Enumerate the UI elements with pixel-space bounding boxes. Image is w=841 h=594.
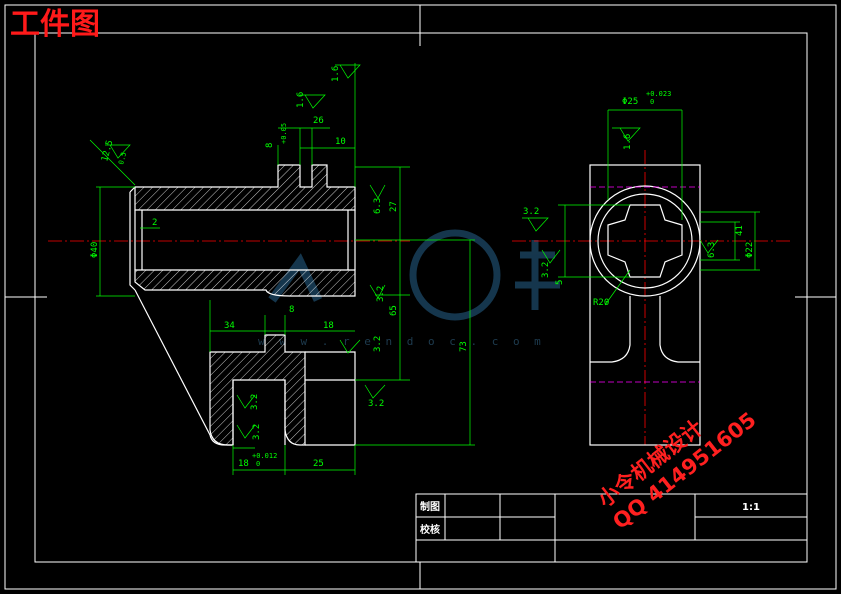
right-dimension-text: Φ25 +0.023 0 1.6 3.2 3.2 6.3 Φ22 41 5 R2… (523, 90, 755, 308)
dim-73: 73 (459, 341, 469, 352)
dim-25: 25 (313, 459, 324, 469)
roughness-3.2-d: 3.2 (250, 394, 260, 410)
dim-10: 10 (335, 137, 346, 147)
left-dimension-text: Φ40 2 8 +0.05 10 26 27 73 65 34 8 18 18 … (90, 66, 469, 469)
title-block (415, 493, 808, 563)
roughness-3.2-e: 3.2 (252, 424, 262, 440)
bore-outline (134, 210, 356, 270)
dim-8: 8 (265, 143, 275, 148)
lower-block-outline (305, 351, 356, 446)
dim-27: 27 (389, 201, 399, 212)
dim-34: 34 (224, 321, 235, 331)
designer-watermark: 小令机械设计 QQ 414951605 (593, 408, 760, 534)
dim-phi40: Φ40 (90, 242, 100, 258)
roughness-1.6-right: 1.6 (623, 134, 633, 150)
dim-8b: 8 (289, 305, 294, 315)
roughness-1.6-top: 1.6 (331, 66, 341, 82)
dim-26: 26 (313, 116, 324, 126)
roughness-1.6-mid: 1.6 (296, 92, 306, 108)
roughness-3.2-right-b: 3.2 (541, 262, 551, 278)
roughness-3.2-right-a: 3.2 (523, 207, 539, 217)
left-dimension-lines (89, 63, 475, 475)
dim-tol18-lower: 0 (256, 460, 260, 468)
chamfer-0.5: 0.5 (117, 151, 128, 165)
dim-tol8: +0.05 (280, 123, 288, 144)
right-side-view (589, 164, 701, 446)
roughness-3.2-c: 3.2 (368, 399, 384, 409)
dim-18-tol: 18 (238, 459, 249, 469)
center-lines (48, 150, 790, 445)
inner-bore-circle (597, 193, 693, 289)
dim-2: 2 (152, 218, 157, 228)
right-dimension-lines (522, 109, 760, 306)
drawn-by-label: 制图 (420, 500, 440, 513)
dim-5: 5 (555, 280, 565, 285)
spline-profile (607, 204, 683, 278)
bracket-block (589, 164, 701, 446)
dim-r20: R20 (593, 298, 609, 308)
outer-hub-circle (589, 185, 701, 297)
roughness-symbols-left (105, 64, 386, 439)
dim-18: 18 (323, 321, 334, 331)
dim-phi25: Φ25 (622, 97, 638, 107)
dim-tol18-upper: +0.012 (252, 452, 277, 460)
watermark-url: w w w . r e n d o c . c o m (258, 335, 545, 348)
dim-41: 41 (735, 225, 745, 236)
checked-by-label: 校核 (420, 523, 440, 536)
dim-phi22: Φ22 (745, 242, 755, 258)
lower-wall-section (134, 269, 356, 297)
roughness-6.3: 6.3 (373, 198, 383, 214)
roughness-3.2-a: 3.2 (376, 286, 386, 302)
dim-tol25-lower: 0 (650, 98, 654, 106)
dim-65: 65 (389, 305, 399, 316)
upper-wall-section (134, 164, 356, 211)
dim-tol25-upper: +0.023 (646, 90, 671, 98)
scale-value: 1:1 (742, 502, 760, 513)
arm-outline (590, 296, 700, 363)
roughness-3.2-b: 3.2 (373, 336, 383, 352)
drawing-title: 工件图 (10, 7, 100, 42)
left-section-view (129, 164, 356, 446)
roughness-12.5: 12.5 (100, 139, 115, 163)
roughness-6.3-right: 6.3 (707, 242, 717, 258)
